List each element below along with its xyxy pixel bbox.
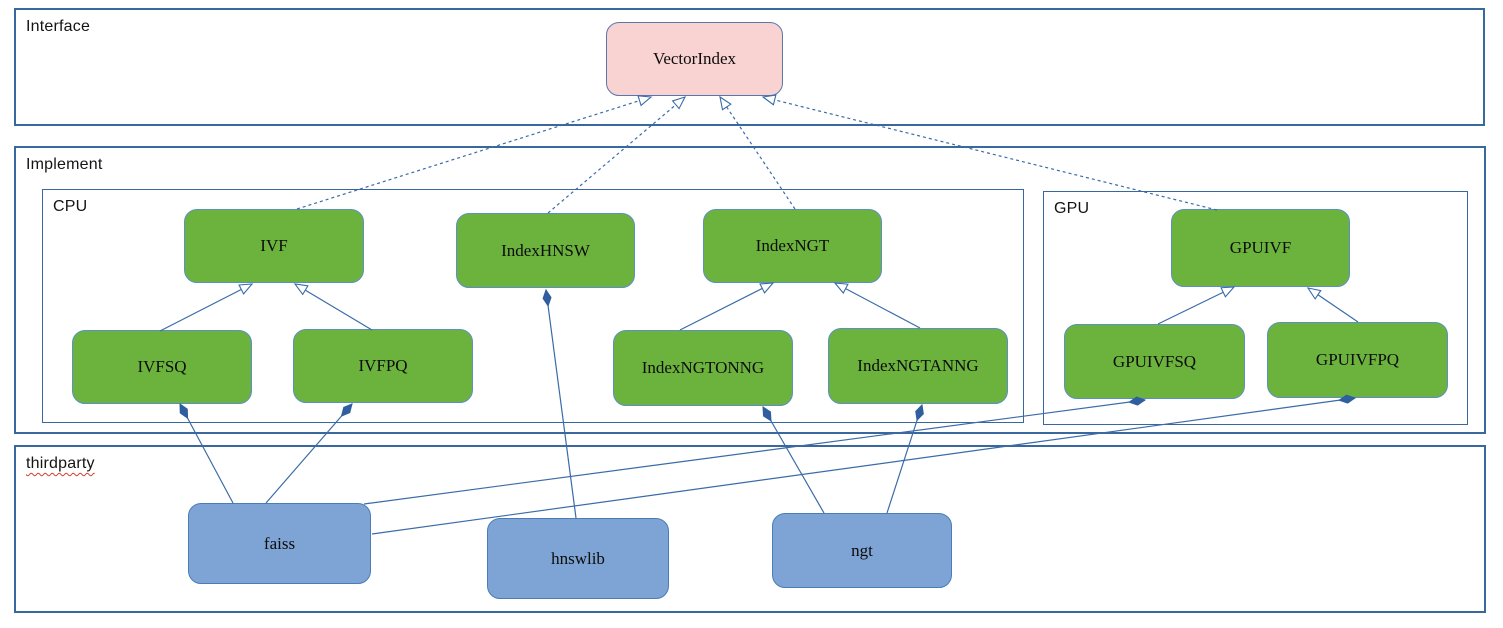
node-ivf[interactable]: IVF — [184, 209, 364, 283]
node-hnswlib[interactable]: hnswlib — [487, 518, 669, 599]
node-ngt[interactable]: ngt — [772, 513, 952, 588]
container-interface-label: Interface — [26, 18, 91, 35]
container-thirdparty-label: thirdparty — [26, 455, 95, 472]
node-indexhnsw-label: IndexHNSW — [501, 240, 590, 260]
node-gpuivf[interactable]: GPUIVF — [1171, 209, 1350, 287]
node-vectorindex-label: VectorIndex — [652, 49, 737, 68]
node-indexngt-label: IndexNGT — [755, 236, 830, 255]
node-ivf-label: IVF — [260, 236, 288, 255]
node-gpuivfsq-label: GPUIVFSQ — [1112, 351, 1197, 371]
node-ngt-label: ngt — [851, 540, 873, 560]
node-gpuivfpq[interactable]: GPUIVFPQ — [1267, 322, 1448, 398]
container-implement-label: Implement — [26, 156, 103, 173]
node-gpuivfpq-label: GPUIVFPQ — [1315, 350, 1400, 369]
node-indexngtanng[interactable]: IndexNGTANNG — [828, 328, 1008, 404]
node-indexngtanng-label: IndexNGTANNG — [857, 356, 979, 375]
node-indexhnsw[interactable]: IndexHNSW — [456, 213, 635, 288]
node-ivfsq-label: IVFSQ — [137, 357, 187, 376]
node-indexngtonng-label: IndexNGTONNG — [641, 358, 765, 377]
node-hnswlib-label: hnswlib — [551, 548, 605, 568]
node-vectorindex[interactable]: VectorIndex — [606, 22, 783, 96]
node-indexngt[interactable]: IndexNGT — [703, 209, 882, 283]
node-ivfsq[interactable]: IVFSQ — [72, 330, 252, 404]
node-faiss[interactable]: faiss — [188, 503, 371, 584]
container-cpu-label: CPU — [53, 198, 88, 215]
container-gpu-label: GPU — [1054, 200, 1090, 217]
node-ivfpq-label: IVFPQ — [358, 356, 408, 375]
node-ivfpq[interactable]: IVFPQ — [293, 329, 473, 403]
node-gpuivf-label: GPUIVF — [1229, 238, 1292, 257]
node-indexngtonng[interactable]: IndexNGTONNG — [613, 330, 793, 406]
node-faiss-label: faiss — [263, 533, 296, 553]
node-gpuivfsq[interactable]: GPUIVFSQ — [1064, 324, 1245, 399]
